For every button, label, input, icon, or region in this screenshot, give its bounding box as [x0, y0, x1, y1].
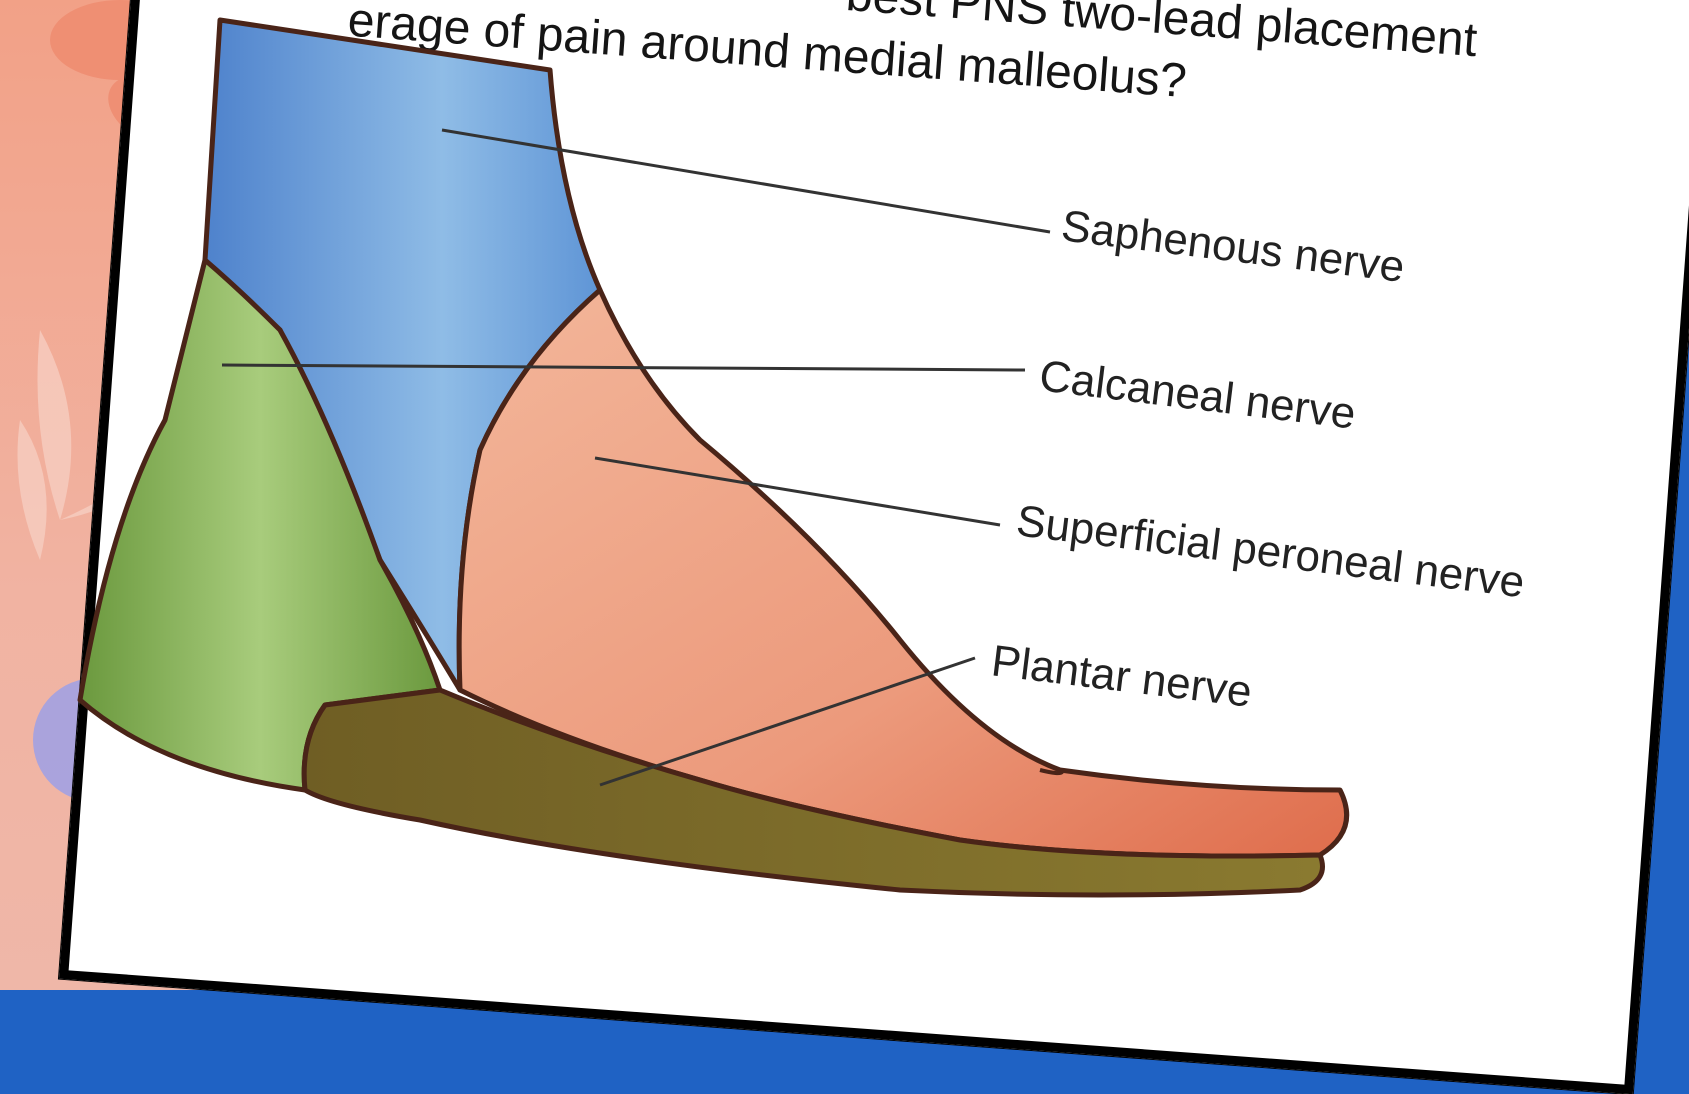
- label-superficial-peroneal-nerve: Superficial peroneal nerve: [1014, 496, 1527, 607]
- foot-illustration: [80, 20, 1347, 895]
- nerve-labels: Saphenous nerve Calcaneal nerve Superfic…: [989, 201, 1527, 717]
- foot-dermatome-diagram: best PNS two-lead placement erage of pai…: [0, 0, 1689, 1009]
- label-calcaneal-nerve: Calcaneal nerve: [1037, 351, 1359, 438]
- label-saphenous-nerve: Saphenous nerve: [1059, 201, 1407, 292]
- label-plantar-nerve: Plantar nerve: [989, 636, 1255, 717]
